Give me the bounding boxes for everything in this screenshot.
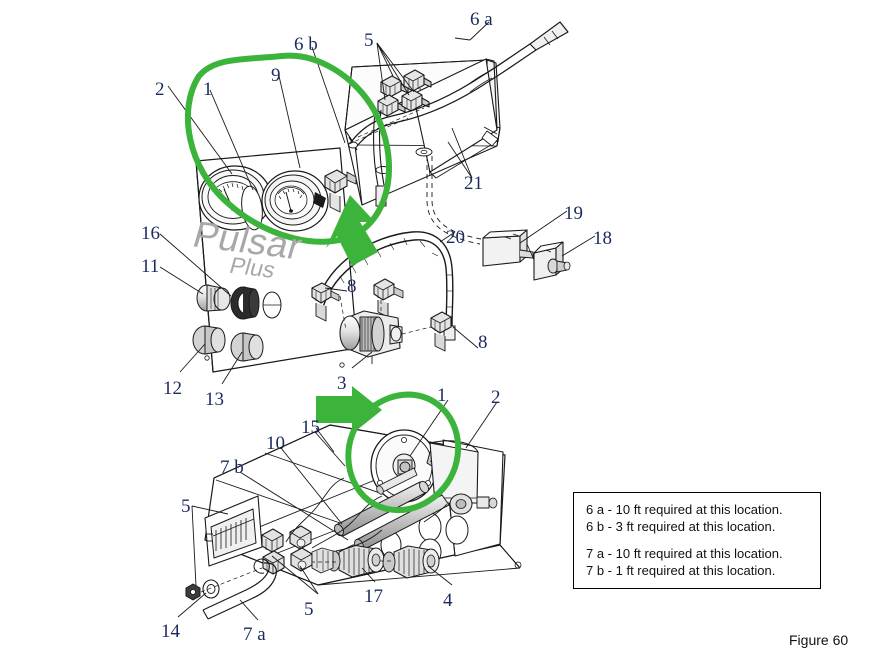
callout-9: 9 <box>271 65 281 86</box>
legend-line-6a: 6 a - 10 ft required at this location. <box>586 502 783 517</box>
gauge-left <box>198 165 272 231</box>
pump-body-3 <box>339 310 403 364</box>
legend-line-7b: 7 b - 1 ft required at this location. <box>586 563 776 578</box>
callout-1: 1 <box>437 385 447 406</box>
callout-12: 12 <box>163 378 182 399</box>
callout-6b: 6 b <box>294 34 318 55</box>
callout-10: 10 <box>266 433 285 454</box>
callout-8: 8 <box>478 332 488 353</box>
panel-disc <box>262 291 282 319</box>
green-annotation-lower <box>316 386 462 514</box>
fitting-8-right <box>430 311 452 352</box>
callout-11: 11 <box>141 256 160 277</box>
callout-16: 16 <box>141 223 160 244</box>
callout-2: 2 <box>155 79 165 100</box>
callout-5: 5 <box>304 599 314 620</box>
hose-7a <box>202 558 277 620</box>
callout-2: 2 <box>491 387 501 408</box>
gauge-right-highlighted <box>261 170 329 232</box>
green-annotation-upper <box>185 52 393 266</box>
tube-7b <box>376 467 418 495</box>
legend-spacer <box>586 535 810 545</box>
callout-7a: 7 a <box>243 624 266 645</box>
callout-4: 4 <box>443 590 453 611</box>
lower-assembly <box>177 399 522 621</box>
legend-line-7a: 7 a - 10 ft required at this location. <box>586 546 783 561</box>
legend-line-6b: 6 b - 3 ft required at this location. <box>586 519 776 534</box>
upper-assembly <box>159 21 596 385</box>
lower-connector-cluster-5 <box>261 525 313 575</box>
fitting-8-left <box>311 282 340 322</box>
callout-13: 13 <box>205 389 224 410</box>
panel-ring-16 <box>230 286 260 320</box>
fitting-9 <box>324 169 357 213</box>
callout-3: 3 <box>337 373 347 394</box>
callout-18: 18 <box>593 228 612 249</box>
callout-19: 19 <box>564 203 583 224</box>
cable-21 <box>426 156 482 245</box>
callout-5: 5 <box>181 496 191 517</box>
callout-17: 17 <box>364 586 383 607</box>
callout-20: 20 <box>446 227 465 248</box>
valve-18 <box>533 241 571 281</box>
coil-box-19 <box>482 229 534 267</box>
panel-cap-13 <box>230 332 264 362</box>
callout-7b: 7 b <box>220 457 244 478</box>
callout-21: 21 <box>464 173 483 194</box>
connector-block <box>204 495 263 567</box>
leader-lines-upper <box>159 21 596 385</box>
coupler-small-left <box>311 547 334 574</box>
callout-1: 1 <box>203 79 213 100</box>
brand-plus-text: Plus <box>226 252 279 283</box>
fitting-8-mid <box>373 278 404 318</box>
panel-knob-11 <box>196 284 231 312</box>
callout-14: 14 <box>161 621 180 642</box>
callout-6a: 6 a <box>470 9 493 30</box>
callout-5: 5 <box>364 30 374 51</box>
hose-6a <box>348 21 569 151</box>
callout-15: 15 <box>301 417 320 438</box>
coupler-4 <box>382 545 440 579</box>
leader-lines-lower <box>177 399 498 621</box>
nut-washer-14 <box>185 579 220 601</box>
figure-caption: Figure 60 <box>789 632 849 648</box>
callout-8: 8 <box>347 276 357 297</box>
panel-cap-12 <box>192 325 226 355</box>
requirements-legend-box: 6 a - 10 ft required at this location. 6… <box>573 492 821 589</box>
